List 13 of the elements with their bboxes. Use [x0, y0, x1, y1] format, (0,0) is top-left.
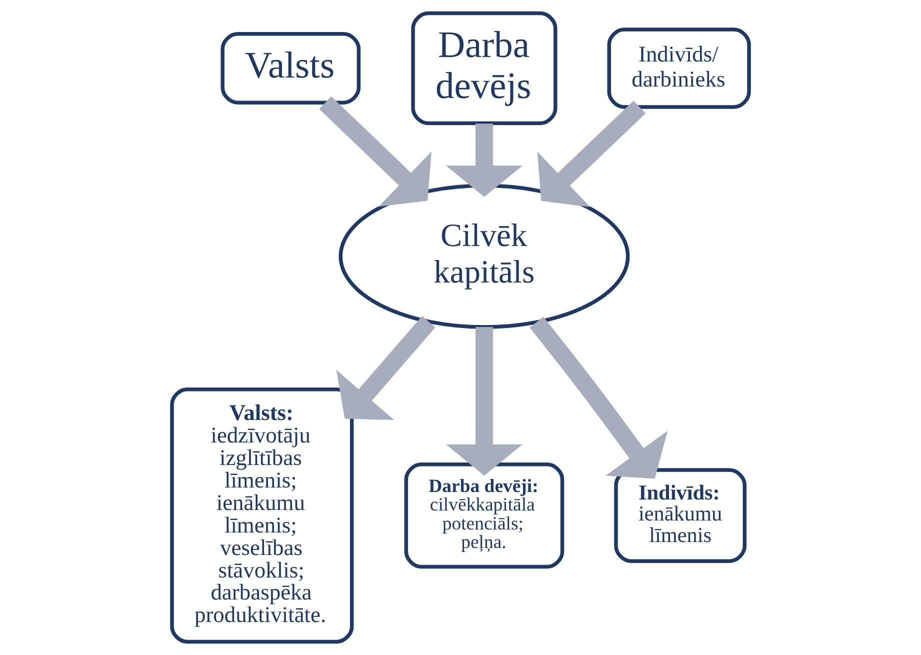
node-box: Darba devējs [411, 11, 558, 126]
node-box: Indivīds/ darbinieks [607, 28, 751, 109]
arrow [319, 96, 432, 207]
arrow [446, 327, 523, 476]
arrow [336, 316, 436, 420]
node-box: Darba devēji: cilvēkkapitāla potenciāls; peļņa. [404, 462, 564, 569]
node-box: Valsts [220, 32, 361, 104]
node-box: Indivīds: ienākumu līmenis [614, 468, 746, 564]
arrow [530, 316, 668, 479]
node-ellipse: Cilvēk kapitāls [338, 184, 630, 329]
node-box: Valsts: iedzīvotāju izglītības līmenis; ienākumu līmenis; veselības stāvoklis; darbaspēka produktivitāte. [170, 388, 354, 644]
arrow [446, 124, 523, 197]
arrow [537, 100, 646, 208]
